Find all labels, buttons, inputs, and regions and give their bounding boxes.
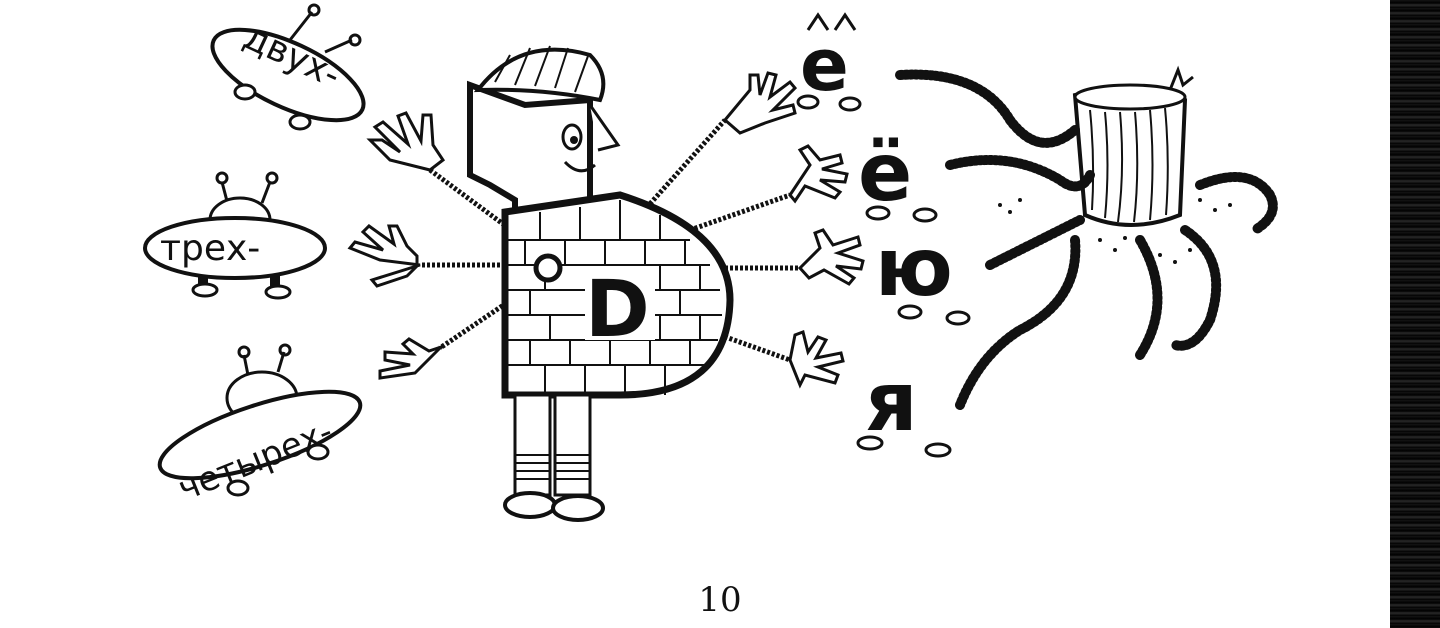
vowel-e: е <box>796 12 862 112</box>
center-figure: D <box>467 45 734 522</box>
vowel-yu: ю <box>875 221 971 326</box>
vowel-yo: ё <box>858 126 938 223</box>
vowel-ya: я <box>856 355 952 458</box>
creature-treh: трех- <box>143 171 327 300</box>
vowel-yo-letter: ё <box>858 126 912 219</box>
book-binding-edge <box>1390 0 1440 628</box>
vowel-yu-letter: ю <box>875 221 953 314</box>
prefix-treh: трех- <box>160 228 260 269</box>
creature-chetyreh: четырех- <box>157 343 363 510</box>
center-letter: D <box>585 265 650 355</box>
vowel-ya-letter: я <box>865 355 918 450</box>
page-number: 10 <box>698 580 742 620</box>
hands <box>347 71 865 389</box>
vowel-e-letter: е <box>800 23 849 107</box>
tree-stump <box>895 65 1278 410</box>
creature-dvuh: двух- <box>210 3 366 131</box>
